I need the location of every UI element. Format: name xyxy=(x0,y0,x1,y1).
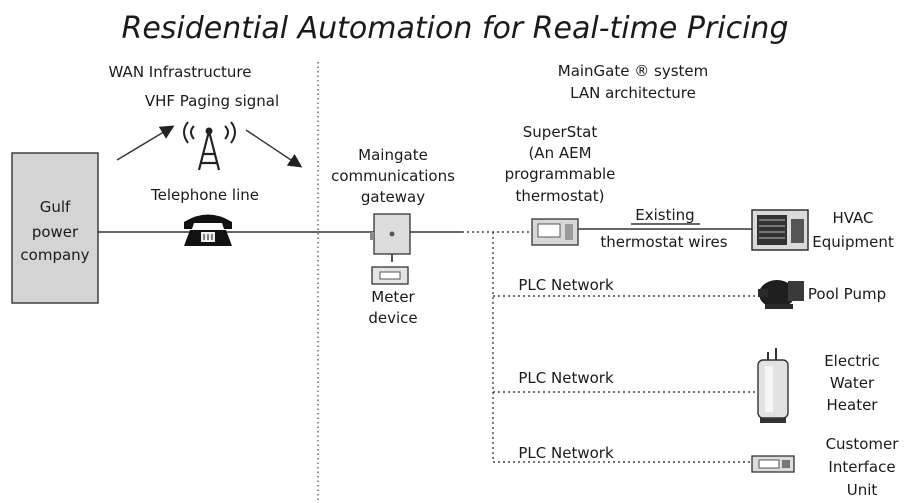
hvac-label-line2: Equipment xyxy=(812,233,894,251)
meter-label-line2: device xyxy=(368,309,417,327)
superstat-label-line3: programmable xyxy=(505,165,616,183)
thermostat-icon xyxy=(531,218,579,246)
superstat-label-line2: (An AEM xyxy=(528,144,591,162)
hvac-label-line1: HVAC xyxy=(832,209,873,227)
gateway-label-line2: communications xyxy=(331,167,455,185)
thermostat-wires-label-line2: thermostat wires xyxy=(600,233,727,251)
lan-heading-line2: LAN architecture xyxy=(570,84,696,102)
diagram-title: Residential Automation for Real-time Pri… xyxy=(122,11,789,46)
water-heater-icon xyxy=(757,348,789,423)
pool-pump-icon xyxy=(758,280,804,309)
wan-infrastructure-label: WAN Infrastructure xyxy=(109,63,252,81)
superstat-label-line4: thermostat) xyxy=(516,187,605,205)
radio-tower-icon xyxy=(183,121,236,171)
meter-label-line1: Meter xyxy=(371,288,415,306)
plc-network-label-ciu: PLC Network xyxy=(518,444,614,462)
utility-label-line2: power xyxy=(32,223,79,241)
hvac-unit-icon xyxy=(751,209,809,251)
telephone-icon xyxy=(184,214,232,246)
heater-label-line3: Heater xyxy=(827,396,879,414)
gateway-device-icon xyxy=(370,213,411,262)
paging-arrow-in xyxy=(116,125,175,161)
paging-arrow-out xyxy=(245,129,303,168)
ciu-label-line2: Interface xyxy=(828,458,895,476)
meter-device-icon xyxy=(371,266,409,285)
ciu-label-line3: Unit xyxy=(847,481,878,499)
telephone-line-label: Telephone line xyxy=(150,186,259,204)
ciu-label-line1: Customer xyxy=(826,435,900,453)
customer-interface-unit-icon xyxy=(751,455,795,473)
utility-label-line1: Gulf xyxy=(40,198,71,216)
gulf-power-company-box: Gulf power company xyxy=(11,152,99,304)
lan-heading-line1: MainGate ® system xyxy=(558,62,709,80)
plc-network-label-heater: PLC Network xyxy=(518,369,614,387)
utility-label-line3: company xyxy=(20,246,89,264)
plc-network-label-pool: PLC Network xyxy=(518,276,614,294)
superstat-label-line1: SuperStat xyxy=(523,123,598,141)
heater-label-line1: Electric xyxy=(824,352,880,370)
thermostat-wires-label-line1: Existing xyxy=(635,206,694,224)
vhf-paging-label: VHF Paging signal xyxy=(145,92,279,110)
heater-label-line2: Water xyxy=(830,374,875,392)
pool-pump-label: Pool Pump xyxy=(808,285,886,303)
gateway-label-line3: gateway xyxy=(361,188,425,206)
gateway-label-line1: Maingate xyxy=(358,146,428,164)
